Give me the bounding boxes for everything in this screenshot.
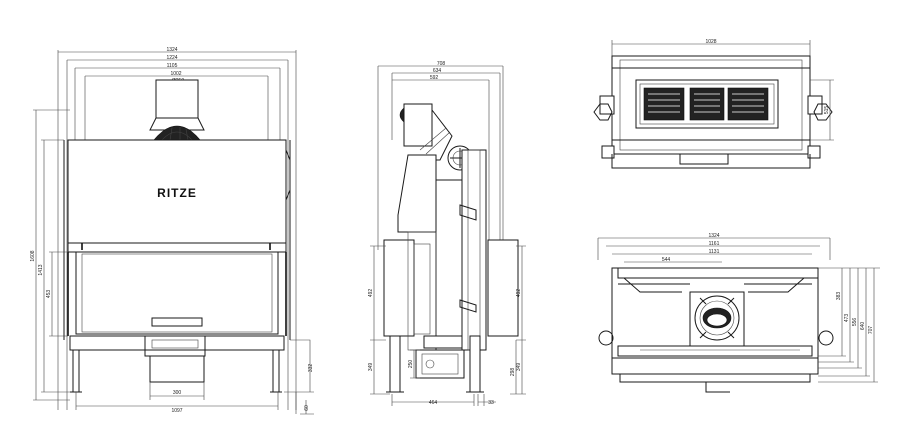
side-right-1: 492 bbox=[516, 289, 522, 298]
top-grate-left bbox=[643, 87, 685, 121]
bottom-right-3: 556 bbox=[852, 318, 858, 327]
bottom-wheel-right bbox=[818, 330, 834, 346]
front-bottom-2: 1097 bbox=[171, 408, 182, 414]
bottom-right-4: 640 bbox=[860, 322, 866, 331]
bottom-width-2: 1161 bbox=[709, 241, 720, 247]
front-view: 1324 1224 1105 1002 Ø250 RITZE 1608 bbox=[30, 47, 314, 415]
front-body bbox=[67, 139, 287, 244]
side-body bbox=[435, 179, 463, 351]
side-bottom-2: 33 bbox=[488, 400, 494, 406]
side-width-3: 592 bbox=[430, 75, 439, 81]
side-width-2: 634 bbox=[433, 68, 442, 74]
top-grate-right bbox=[727, 87, 769, 121]
top-view: 1028 515 bbox=[593, 39, 834, 169]
side-right-3: 349 bbox=[516, 363, 522, 372]
bottom-view: 1324 1161 1131 544 383 473 556 640 707 bbox=[597, 233, 880, 393]
front-leg-right bbox=[272, 349, 280, 393]
front-height-2: 1413 bbox=[38, 264, 44, 275]
top-right: 515 bbox=[824, 106, 830, 115]
front-width-4: 1002 bbox=[170, 71, 181, 77]
bottom-wheel-left bbox=[598, 330, 614, 346]
top-handle-left bbox=[593, 103, 613, 121]
front-width-3: 1105 bbox=[167, 63, 178, 69]
side-width-1: 708 bbox=[437, 61, 446, 67]
side-left-3: 250 bbox=[408, 360, 414, 369]
front-height-3: 453 bbox=[46, 290, 52, 299]
front-height-1: 1608 bbox=[30, 250, 36, 261]
front-leg-left bbox=[72, 349, 80, 393]
front-width-1: 1324 bbox=[166, 47, 177, 53]
bottom-right-1: 383 bbox=[836, 292, 842, 301]
front-bottom-1: 300 bbox=[173, 390, 182, 396]
top-grate-middle bbox=[689, 87, 725, 121]
bottom-width-4: 544 bbox=[662, 257, 671, 263]
side-left-2: 349 bbox=[368, 363, 374, 372]
side-bottom-1: 464 bbox=[429, 400, 438, 406]
front-width-2: 1224 bbox=[166, 55, 177, 61]
top-handle-right bbox=[813, 103, 833, 121]
front-right-2: 60 bbox=[304, 405, 310, 411]
side-left-1: 492 bbox=[368, 289, 374, 298]
front-right-1: 332 bbox=[308, 364, 314, 373]
bottom-right-2: 473 bbox=[844, 314, 850, 323]
top-width: 1028 bbox=[705, 39, 716, 45]
side-view: 708 634 592 492 349 250 bbox=[368, 61, 526, 406]
side-right-2: 298 bbox=[510, 368, 516, 377]
bottom-width-3: 1131 bbox=[709, 249, 720, 255]
bottom-right-5: 707 bbox=[868, 326, 874, 335]
flue-collar bbox=[155, 79, 199, 119]
brand-logo: RITZE bbox=[157, 186, 197, 200]
bottom-width-1: 1324 bbox=[708, 233, 719, 239]
